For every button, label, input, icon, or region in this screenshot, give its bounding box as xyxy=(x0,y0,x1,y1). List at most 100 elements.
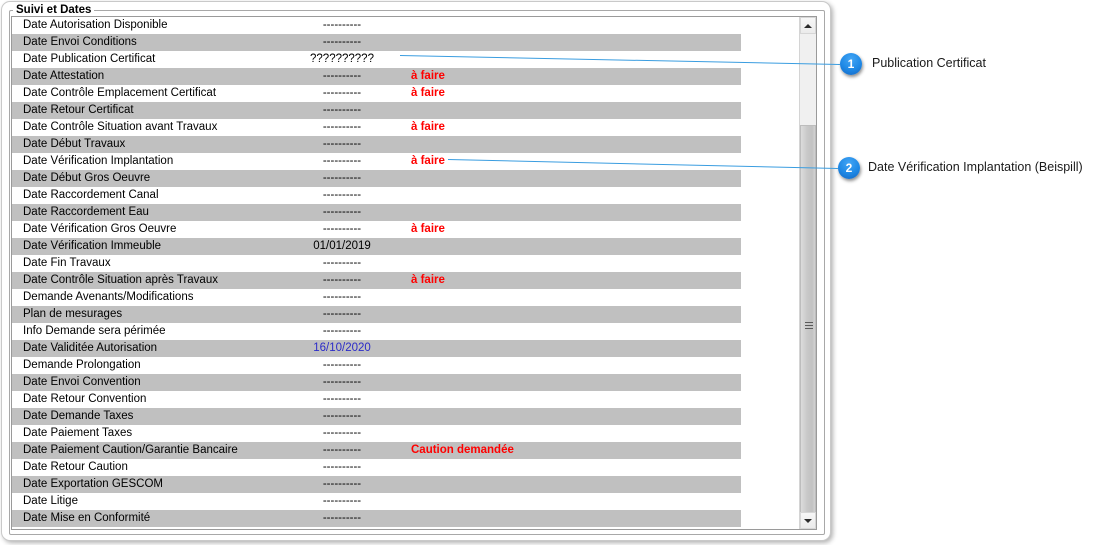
scroll-down-arrow-icon[interactable] xyxy=(800,512,816,529)
table-row[interactable]: Date Retour Convention ---------- xyxy=(12,391,741,408)
row-value[interactable]: ---------- xyxy=(322,274,362,286)
row-label: Demande Avenants/Modifications xyxy=(23,291,194,303)
table-row[interactable]: Date Paiement Caution/Garantie Bancaire-… xyxy=(12,442,741,459)
row-label: Date Vérification Implantation xyxy=(23,155,174,167)
row-value[interactable]: ---------- xyxy=(322,291,362,303)
table-row[interactable]: Date Attestation----------à faire xyxy=(12,68,741,85)
dates-list-container[interactable]: Date Autorisation Disponible----------Da… xyxy=(11,16,817,530)
row-value[interactable]: ---------- xyxy=(322,206,362,218)
row-label: Plan de mesurages xyxy=(23,308,123,320)
row-label: Date Retour Certificat xyxy=(23,104,134,116)
row-label: Date Raccordement Eau xyxy=(23,206,149,218)
row-label: Date Contrôle Situation après Travaux xyxy=(23,274,218,286)
row-label: Date Exportation GESCOM xyxy=(23,478,163,490)
scrollbar-thumb[interactable] xyxy=(800,125,816,527)
vertical-scrollbar[interactable] xyxy=(799,17,816,529)
chevron-down-icon xyxy=(804,518,812,523)
table-row[interactable]: Date Envoi Conditions ---------- xyxy=(12,34,741,51)
row-value[interactable]: ---------- xyxy=(322,376,362,388)
row-label: Date Paiement Taxes xyxy=(23,427,133,439)
table-row[interactable]: Date Début Travaux---------- xyxy=(12,136,741,153)
table-row[interactable]: Date Demande Taxes ---------- xyxy=(12,408,741,425)
row-label: Info Demande sera périmée xyxy=(23,325,166,337)
status-badge: à faire xyxy=(411,155,445,167)
row-value[interactable]: ---------- xyxy=(322,512,362,524)
dates-list: Date Autorisation Disponible----------Da… xyxy=(12,17,801,529)
row-value[interactable]: ---------- xyxy=(322,155,362,167)
row-value[interactable]: ---------- xyxy=(322,359,362,371)
row-value[interactable]: ---------- xyxy=(322,393,362,405)
row-label: Date Attestation xyxy=(23,70,105,82)
table-row[interactable]: Date Contrôle Situation après Travaux ---… xyxy=(12,272,741,289)
row-label: Date Validitée Autorisation xyxy=(23,342,158,354)
row-value[interactable]: 01/01/2019 xyxy=(313,240,371,252)
row-label: Date Envoi Convention xyxy=(23,376,141,388)
table-row[interactable]: Date Retour Caution ---------- xyxy=(12,459,741,476)
table-row[interactable]: Date Validitée Autorisation 16/10/2020 xyxy=(12,340,741,357)
row-value[interactable]: 16/10/2020 xyxy=(313,342,371,354)
table-row[interactable]: Date Envoi Convention ---------- xyxy=(12,374,741,391)
row-label: Date Envoi Conditions xyxy=(23,36,137,48)
table-row[interactable]: Date Exportation GESCOM ---------- xyxy=(12,476,741,493)
row-label: Date Demande Taxes xyxy=(23,410,134,422)
row-value[interactable]: ---------- xyxy=(322,121,362,133)
table-row[interactable]: Info Demande sera périmée ---------- xyxy=(12,323,741,340)
table-row[interactable]: Date Autorisation Disponible ---------- xyxy=(12,17,741,34)
table-row[interactable]: Date Paiement Taxes ---------- xyxy=(12,425,741,442)
callout-badge-2: 2 xyxy=(838,157,860,179)
callout-badge-1: 1 xyxy=(840,53,862,75)
table-row[interactable]: Date Raccordement Canal---------- xyxy=(12,187,741,204)
row-value[interactable]: ---------- xyxy=(322,70,362,82)
table-row[interactable]: Date Contrôle Situation avant Travaux---… xyxy=(12,119,741,136)
scroll-up-arrow-icon[interactable] xyxy=(800,17,816,34)
chevron-up-icon xyxy=(804,23,812,28)
table-row[interactable]: Date Raccordement Eau ---------- xyxy=(12,204,741,221)
row-label: Date Retour Convention xyxy=(23,393,147,405)
table-row[interactable]: Plan de mesurages ---------- xyxy=(12,306,741,323)
row-value[interactable]: ---------- xyxy=(322,427,362,439)
row-value[interactable]: ---------- xyxy=(322,495,362,507)
row-label: Date Vérification Immeuble xyxy=(23,240,162,252)
table-row[interactable]: Date Retour Certificat ---------- xyxy=(12,102,741,119)
row-label: Date Début Gros Oeuvre xyxy=(23,172,151,184)
row-value[interactable]: ---------- xyxy=(322,325,362,337)
row-value[interactable]: ---------- xyxy=(322,36,362,48)
row-value[interactable]: ---------- xyxy=(322,87,362,99)
status-badge: à faire xyxy=(411,87,445,99)
callout-label-1: Publication Certificat xyxy=(872,56,986,70)
scrollbar-grip-icon xyxy=(805,322,813,330)
row-label: Date Fin Travaux xyxy=(23,257,111,269)
row-value[interactable]: ---------- xyxy=(322,138,362,150)
row-value[interactable]: ---------- xyxy=(322,461,362,473)
row-label: Date Retour Caution xyxy=(23,461,128,473)
row-label: Demande Prolongation xyxy=(23,359,141,371)
table-row[interactable]: Date Vérification Gros Oeuvre----------à… xyxy=(12,221,741,238)
suivi-et-dates-panel: Suivi et Dates Date Autorisation Disponi… xyxy=(1,1,831,541)
row-label: Date Vérification Gros Oeuvre xyxy=(23,223,177,235)
row-value[interactable]: ?????????? xyxy=(310,53,374,65)
table-row[interactable]: Date Publication Certificat?????????? xyxy=(12,51,741,68)
row-value[interactable]: ---------- xyxy=(322,308,362,320)
table-row[interactable]: Demande Avenants/Modifications ---------- xyxy=(12,289,741,306)
row-value[interactable]: ---------- xyxy=(322,172,362,184)
table-row[interactable]: Date Mise en Conformité---------- xyxy=(12,510,741,527)
row-value[interactable]: ---------- xyxy=(322,223,362,235)
row-value[interactable]: ---------- xyxy=(322,410,362,422)
page-title: Suivi et Dates xyxy=(13,4,95,17)
table-row[interactable]: Date Début Gros Oeuvre ---------- xyxy=(12,170,741,187)
row-value[interactable]: ---------- xyxy=(322,104,362,116)
table-row[interactable]: Demande Prolongation ---------- xyxy=(12,357,741,374)
row-value[interactable]: ---------- xyxy=(322,478,362,490)
table-row[interactable]: Date Vérification Implantation ----------… xyxy=(12,153,741,170)
table-row[interactable]: Date Fin Travaux ---------- xyxy=(12,255,741,272)
row-value[interactable]: ---------- xyxy=(322,444,362,456)
row-label: Date Autorisation Disponible xyxy=(23,19,168,31)
status-badge: à faire xyxy=(411,274,445,286)
row-label: Date Publication Certificat xyxy=(23,53,156,65)
table-row[interactable]: Date Contrôle Emplacement Certificat----… xyxy=(12,85,741,102)
row-value[interactable]: ---------- xyxy=(322,257,362,269)
row-value[interactable]: ---------- xyxy=(322,189,362,201)
table-row[interactable]: Date Litige---------- xyxy=(12,493,741,510)
row-value[interactable]: ---------- xyxy=(322,19,362,31)
table-row[interactable]: Date Vérification Immeuble 01/01/2019 xyxy=(12,238,741,255)
